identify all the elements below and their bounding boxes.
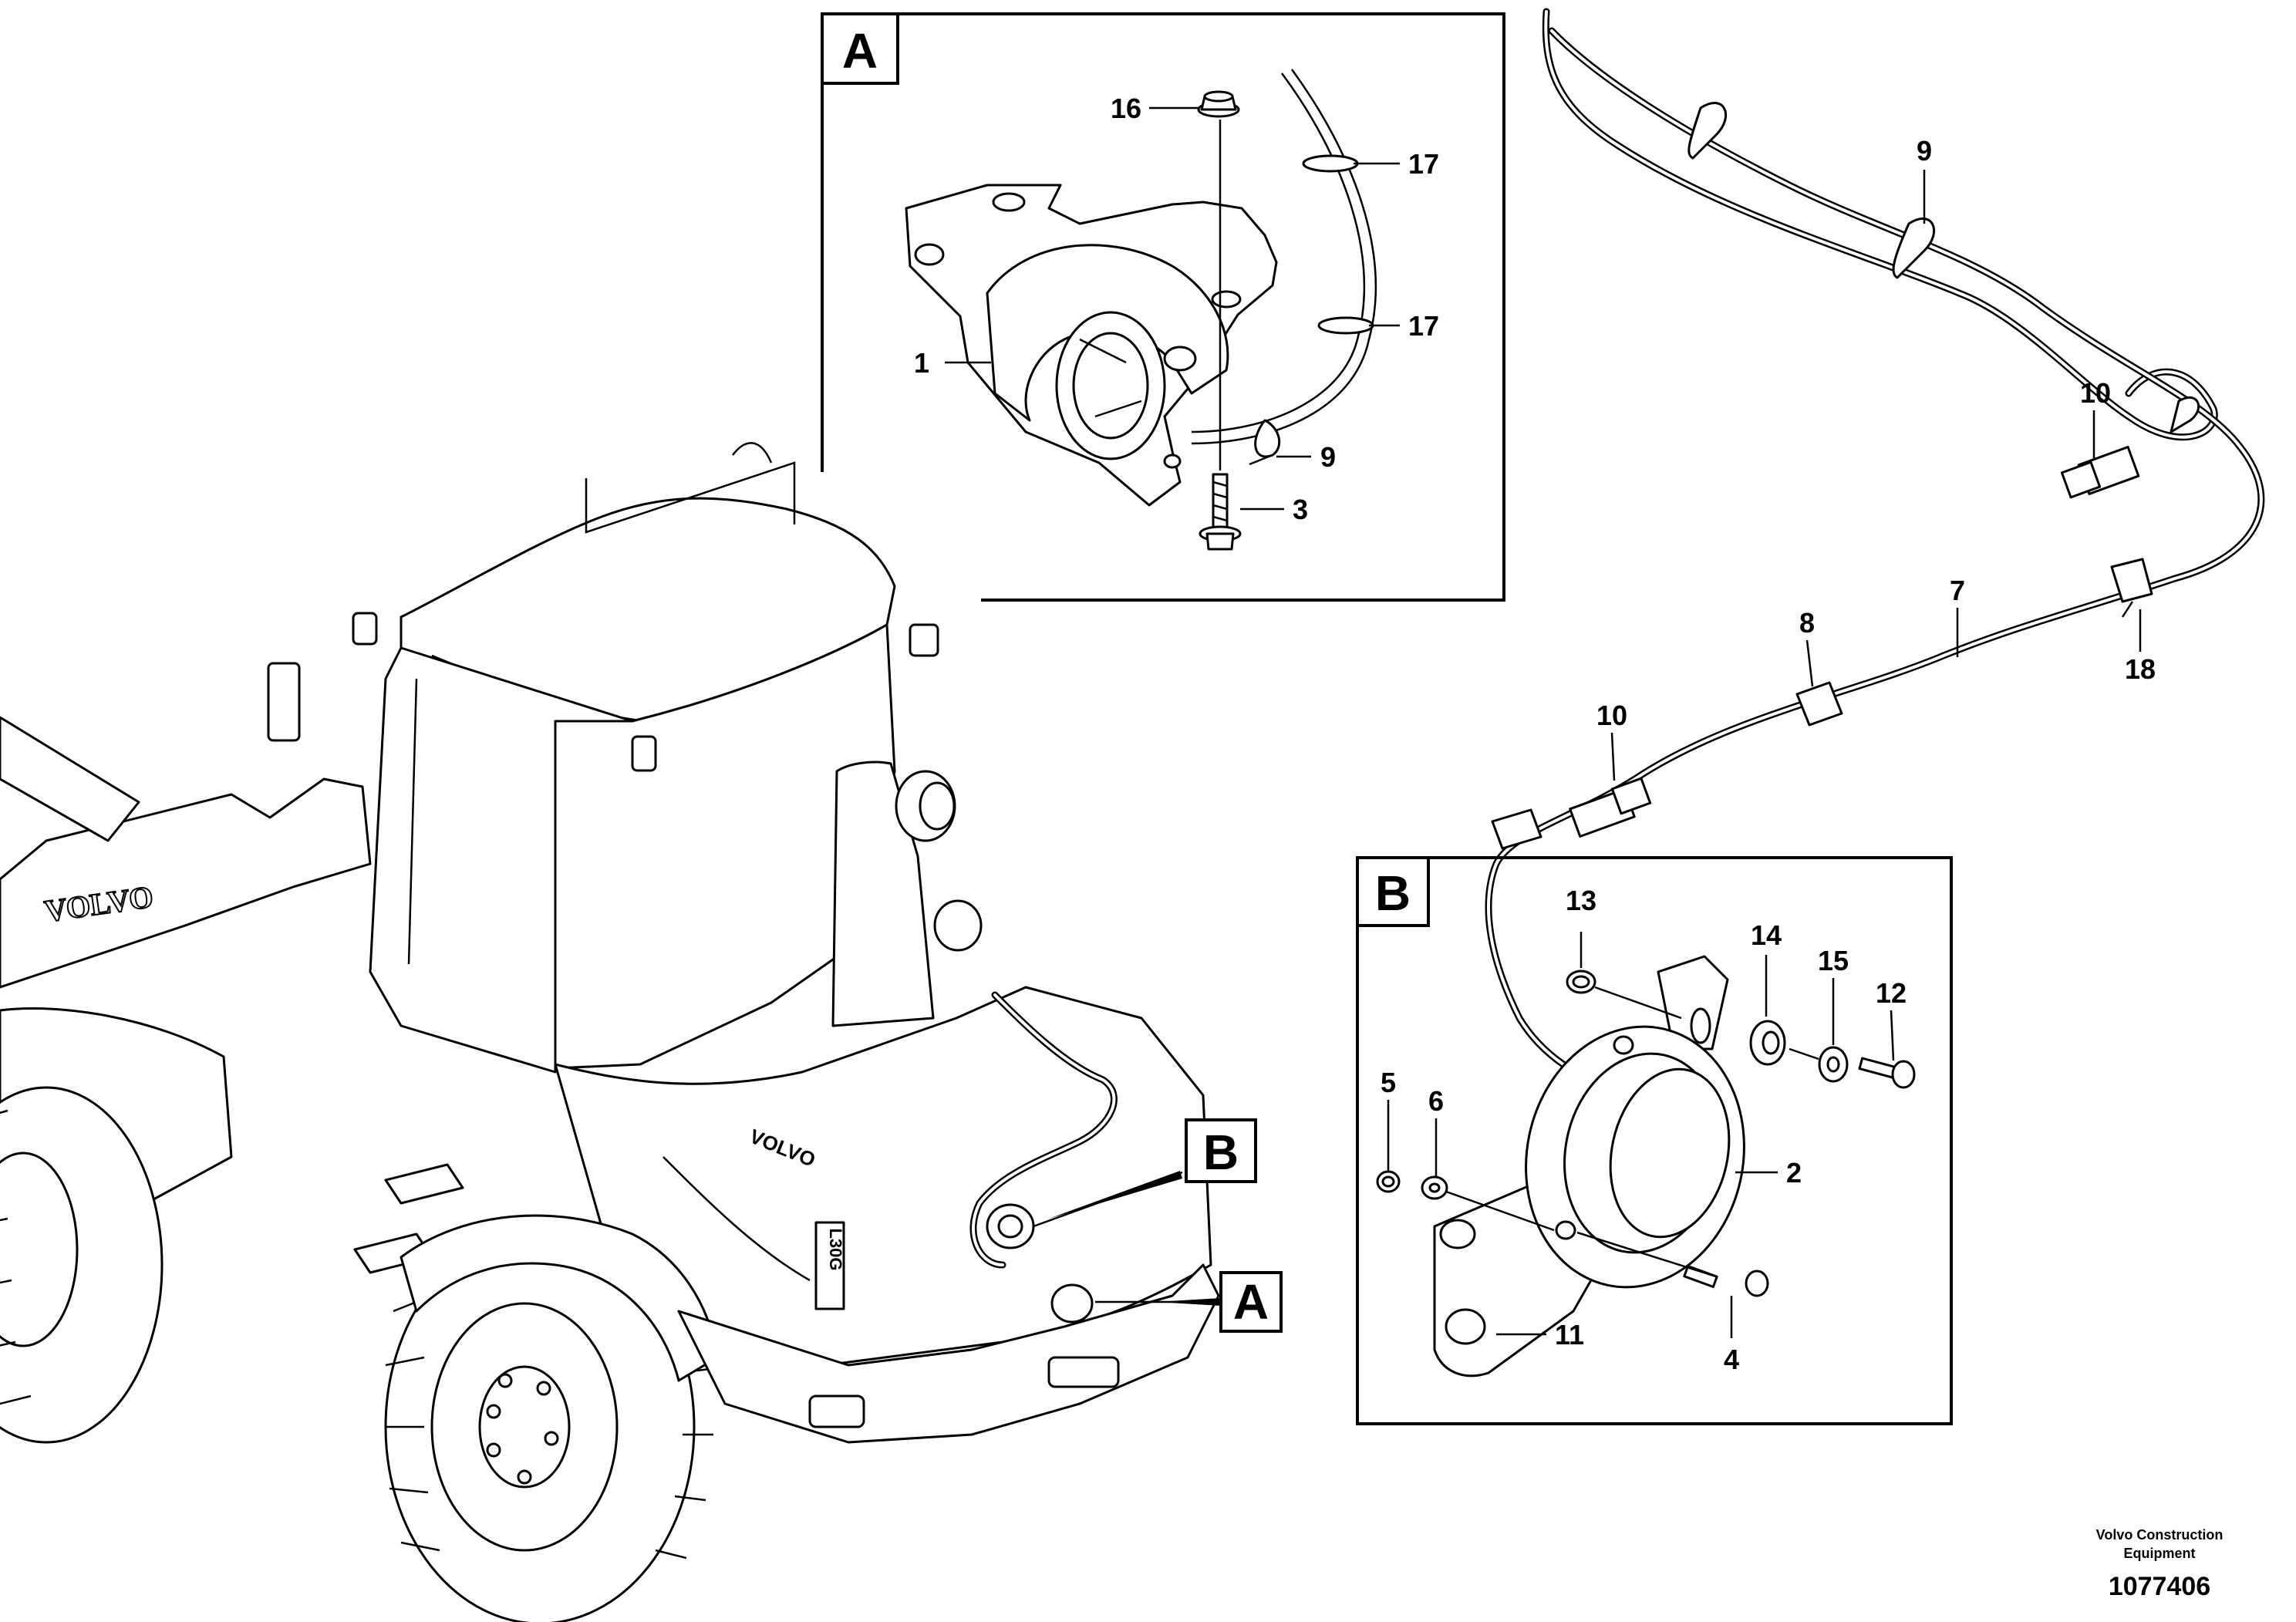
label-5: 5	[1381, 1067, 1396, 1098]
washer-6	[1421, 1175, 1448, 1200]
buzzer-bracket	[905, 184, 1278, 507]
label-4: 4	[1724, 1344, 1739, 1375]
harness-tie-upper	[1687, 102, 1728, 160]
label-10-lower: 10	[1596, 700, 1627, 731]
model-plate	[814, 1221, 845, 1310]
wheel-loader-illustration: VOLVO L30G VOLVO	[0, 442, 1221, 1622]
label-6: 6	[1428, 1085, 1444, 1117]
label-16: 16	[1111, 93, 1141, 124]
label-18: 18	[2125, 653, 2156, 685]
label-8: 8	[1799, 607, 1815, 639]
nut-5	[1376, 1170, 1401, 1193]
label-9-harness: 9	[1917, 135, 1932, 167]
wiring-harness: 9 10 7 8 10 18	[1485, 8, 2265, 1099]
cable-tie-9	[1254, 419, 1281, 458]
front-wheel	[0, 1086, 164, 1444]
company-name-line2: Equipment	[2124, 1546, 2196, 1561]
company-name-line1: Volvo Construction	[2096, 1527, 2224, 1543]
callout-b-label: B	[1203, 1125, 1239, 1180]
label-12: 12	[1876, 977, 1907, 1009]
grommet-14	[1749, 1020, 1786, 1066]
detail-a-tag-box	[821, 12, 899, 85]
label-17-upper: 17	[1408, 148, 1439, 180]
harness-tie-right	[2170, 396, 2200, 433]
detail-b-panel: B	[1356, 856, 1953, 1425]
buzzer-location	[1050, 1283, 1094, 1324]
detail-a-tag: A	[842, 23, 878, 79]
label-10-upper: 10	[2080, 377, 2111, 409]
bolt-3	[1199, 473, 1242, 551]
label-11: 11	[1555, 1319, 1584, 1351]
label-9-detail-a: 9	[1320, 441, 1336, 473]
model-text: L30G	[826, 1228, 845, 1270]
nut-13	[1566, 969, 1596, 994]
callout-a-label: A	[1233, 1274, 1269, 1330]
callout-a: A	[1219, 1271, 1283, 1333]
washer-15	[1818, 1046, 1849, 1083]
detail-b-tag-box	[1356, 856, 1430, 927]
connector-10-upper	[2060, 446, 2140, 499]
label-15: 15	[1818, 945, 1849, 976]
label-3: 3	[1293, 494, 1308, 525]
footer: Volvo Construction Equipment 1077406	[2096, 1527, 2224, 1601]
detail-a-frame	[821, 12, 1505, 602]
label-1: 1	[914, 347, 929, 379]
label-17-lower: 17	[1408, 310, 1439, 342]
harness-tie-9	[1892, 218, 1936, 279]
clip-18	[2110, 558, 2153, 618]
clip-8	[1795, 681, 1843, 727]
label-2: 2	[1786, 1157, 1802, 1189]
label-14: 14	[1751, 919, 1782, 951]
horn-2	[1525, 1025, 1745, 1289]
cable-tie-17-upper	[1302, 154, 1359, 173]
clip-lower	[1491, 808, 1542, 850]
label-7: 7	[1950, 575, 1965, 606]
connector-10-lower	[1569, 777, 1652, 838]
bolt-12	[1858, 1057, 1916, 1089]
flange-nut-16	[1197, 90, 1240, 118]
label-13: 13	[1566, 885, 1596, 916]
rear-wheel	[384, 1229, 713, 1622]
detail-a-panel: A	[821, 12, 1505, 602]
callout-b: B	[1185, 1118, 1257, 1183]
cable-tie-17-lower	[1317, 316, 1374, 335]
detail-b-tag: B	[1375, 865, 1411, 921]
drawing-number: 1077406	[2109, 1572, 2210, 1601]
detail-b-frame	[1356, 856, 1953, 1425]
